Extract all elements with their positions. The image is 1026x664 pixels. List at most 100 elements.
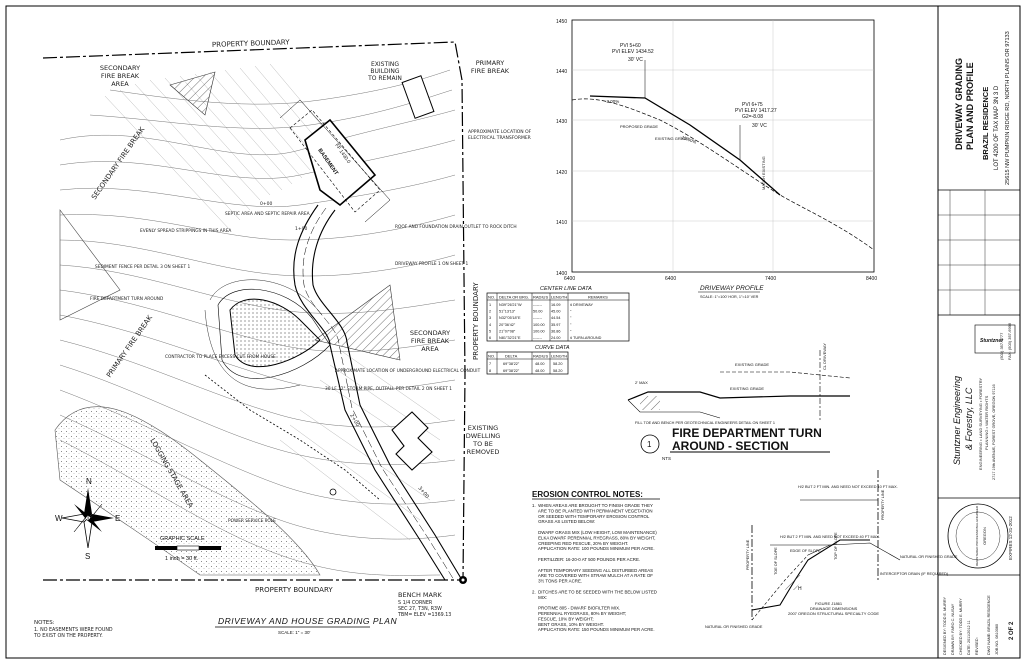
bench-mark-line2: SEC 27, T3N, R3W [398, 606, 442, 612]
pvi2-g: G2=-8.08 [742, 114, 763, 120]
station-4: 3+00 [416, 485, 429, 499]
property-boundary-line [42, 41, 466, 581]
label-match-existing: MATCH EXISTING [761, 156, 766, 190]
label-rock-foundation: ROOF AND FOUNDATION DRAIN OUTLET TO ROCK… [395, 224, 517, 230]
erosion-note-line: BENT GRASS, 10% BY WEIGHT. [532, 622, 604, 627]
center-line-cell: N32°05'18"E [499, 316, 521, 320]
erosion-note-line: 1. WHEN AREAS ARE BROUGHT TO FINISH GRAD… [532, 503, 653, 508]
setback-natural-grade: NATURAL OR FINISHED GRADE [900, 555, 958, 559]
section-existing-grade [720, 371, 851, 379]
cd-h3: LENGTH [551, 354, 567, 359]
existing-building [401, 75, 435, 119]
curve-data-cell: 58.20 [553, 369, 563, 373]
setback-property-line-right: PROPERTY LINE [881, 489, 885, 520]
existing-dwelling [391, 411, 433, 471]
graphic-scale: GRAPHIC SCALE 1 inch = 30 ft. [155, 536, 221, 562]
grade1: -3.00% [605, 99, 619, 104]
section-title-1: FIRE DEPARTMENT TURN [672, 426, 822, 440]
cd-h0: NO. [488, 354, 495, 359]
curve-data-cell: 58.20 [553, 362, 563, 366]
turnaround-grading [217, 288, 331, 379]
pvi2-elev: PVI ELEV 1417.27 [735, 108, 777, 114]
cl-h3: LENGTH [551, 295, 567, 300]
plan-title: DRIVEWAY AND HOUSE GRADING PLAN [218, 616, 397, 626]
note-line-1: 1. NO EASEMENTS WERE FOUND [34, 627, 113, 633]
center-line-cell: 51°13'13" [499, 310, 516, 314]
firm-logo-text: Stuntzner [980, 338, 1004, 344]
curve-data-cell: 69°38'22" [503, 362, 520, 366]
stamp-text: REGISTERED PROFESSIONAL ENGINEER [975, 505, 979, 566]
firm-phone: (503) 357-2777 [999, 332, 1004, 360]
profile-y-1440: 1440 [556, 69, 567, 75]
label-driveway-profile-ref: DRIVEWAY PROFILE 1 ON SHEET 1 [395, 261, 468, 267]
label-storm-pipe: 30 LF 12" STORM PIPE, OUTFALL PER DETAIL… [325, 386, 452, 392]
logging-stage-area [54, 406, 321, 576]
setback-label-mid: H/2 BUT 2 FT MIN. AND NEED NOT EXCEED 40… [780, 535, 880, 539]
profile-frame [571, 19, 875, 273]
center-line-cell: 36.86 [551, 329, 561, 333]
label-contractor-note: CONTRACTOR TO PLACE EXCESS CUT FROM HOUS… [165, 354, 276, 360]
profile-x-4: 8400 [866, 276, 877, 282]
project-lot: LOT 4200 OF TAX MAP 3N 3 D [994, 85, 1000, 170]
erosion-note-line: ELKA DWARF PERENNIAL RYEGRASS, 80% BY WE… [532, 535, 655, 540]
center-line-cell: 3 [489, 316, 491, 320]
drawn-by: DRAWN BY: FARO C. NUSAY [951, 603, 955, 655]
label-property-boundary-top: PROPERTY BOUNDARY [212, 38, 291, 49]
erosion-note-line: ARE TO COVERED WITH STRAW MULCH AT A RAT… [532, 573, 653, 578]
curve-data-title: CURVE DATA [535, 345, 570, 351]
label-primary-fire-break-left: PRIMARY FIRE BREAK [105, 314, 154, 380]
compass-s: S [85, 552, 90, 561]
compass-w: W [55, 514, 63, 523]
setback-top-of-slope: TOP OF SLOPE [834, 532, 838, 560]
setback-edge-of-slope: EDGE OF SLOPE [790, 549, 821, 553]
center-line-table: CENTER LINE DATA NO. DELTA OR BRG. RADIU… [486, 286, 630, 342]
graphic-scale-caption: 1 inch = 30 ft. [165, 556, 199, 562]
center-line-cell: ¢ TURN-AROUND [570, 336, 602, 340]
center-line-cell: ¢ DRIVEWAY [570, 303, 593, 307]
project-address: 25615 NW PUMPKIN RIDGE RD, NORTH PLAINS … [1005, 31, 1011, 185]
sediment-fence [204, 374, 381, 501]
grading-plan: N S W E GRAPHIC SCALE 1 inch = 30 ft. PR… [33, 38, 532, 639]
erosion-note-line: OR SEEDED WITH TEMPORARY EROSION CONTROL [532, 514, 650, 519]
curve-data-cell: 7 [489, 362, 491, 366]
center-line-cell: 20°36'42" [499, 323, 516, 327]
station-0: 0+00 [260, 201, 272, 207]
contour-lines [59, 69, 456, 576]
sheet-title-1: DRIVEWAY GRADING [954, 58, 964, 150]
erosion-title: EROSION CONTROL NOTES: [532, 490, 643, 499]
cl-h0: NO. [488, 295, 495, 300]
center-line-cell: 5 [489, 329, 491, 333]
center-line-cell: 16.09 [551, 303, 561, 307]
center-line-cell: 45.00 [551, 310, 561, 314]
profile-y-1400: 1400 [556, 271, 567, 277]
setback-natural-grade-2: NATURAL OR FINISHED GRADE [705, 625, 763, 629]
pvi2-vc: 30' VC [752, 123, 767, 129]
project-name: BRAZIL RESIDENCE [981, 87, 990, 160]
erosion-note-line: PERENNIAL RYEGRASS, 80% BY WEIGHT; [532, 611, 626, 616]
label-fire-turnaround: FIRE DEPARTMENT TURN AROUND [90, 296, 164, 302]
setback-label-top: H/2 BUT 2 FT MIN. AND NEED NOT EXCEED 10… [798, 485, 898, 489]
cl-h2: RADIUS [533, 295, 548, 300]
center-line-cell: N39°26'21"W [499, 303, 522, 307]
center-line-cell: 21°07'08" [499, 329, 516, 333]
graphic-scale-title: GRAPHIC SCALE [160, 536, 205, 542]
curve-data-cell: 69°38'22" [503, 369, 520, 373]
label-property-boundary-right: PROPERTY BOUNDARY [472, 282, 480, 360]
profile-scale: SCALE: 1"=100' HOR, 1"=10' VER [700, 295, 759, 299]
section-nts: NTS [662, 456, 671, 461]
erosion-note-line: FERTILIZER: 16-20-0 AT 500 POUNDS PER AC… [532, 557, 640, 562]
erosion-note-line: 2. DITCHES ARE TO BE SEEDED WITH THE BEL… [532, 589, 657, 594]
section-fill-note: FILL TOE AND BENCH PER GEOTECHNICAL ENGI… [635, 421, 775, 425]
firm-address: 2717 19th AVENUE, FOREST GROVE, OREGON 9… [992, 384, 996, 480]
erosion-note-line: 3½ TONS PER ACRE. [532, 579, 582, 584]
curve-data-cell: 48.00 [535, 362, 545, 366]
compass-n: N [86, 477, 92, 486]
profile-x-2: 6400 [665, 276, 676, 282]
firm-logo [974, 324, 1016, 354]
bench-mark-line1: S 1/4 CORNER [398, 600, 433, 606]
profile-y-1410: 1410 [556, 220, 567, 226]
